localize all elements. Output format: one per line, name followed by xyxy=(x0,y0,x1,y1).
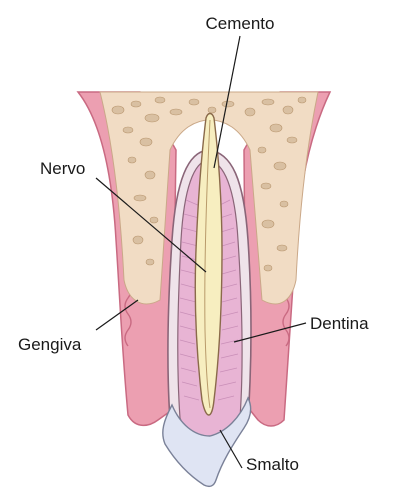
label-nervo: Nervo xyxy=(40,159,85,178)
label-smalto: Smalto xyxy=(246,455,299,474)
label-cemento: Cemento xyxy=(206,14,275,33)
label-gengiva: Gengiva xyxy=(18,335,82,354)
label-dentina: Dentina xyxy=(310,314,369,333)
